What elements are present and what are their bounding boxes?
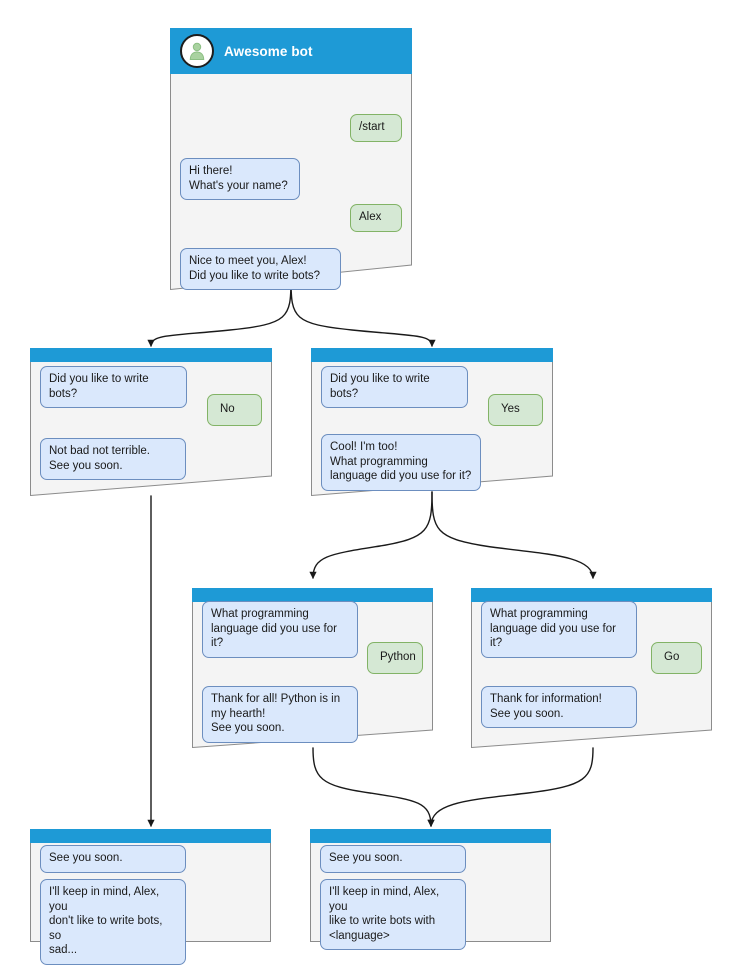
card-language-python[interactable]: What programming language did you use fo…	[192, 588, 433, 748]
card-header-bar	[311, 348, 553, 362]
card-header-bar	[192, 588, 433, 602]
card-farewell-yes[interactable]: See you soon. I'll keep in mind, Alex, y…	[310, 829, 551, 950]
person-avatar-icon	[180, 34, 214, 68]
chat-bubble-bot: See you soon.	[40, 845, 186, 873]
card-start[interactable]: Awesome bot /start Hi there! What's your…	[170, 28, 412, 290]
chat-bubble-bot: Nice to meet you, Alex! Did you like to …	[180, 248, 341, 290]
chat-bubble-user: /start	[350, 114, 402, 142]
card-header-bar	[30, 829, 271, 843]
chat-bubble-bot: Not bad not terrible. See you soon.	[40, 438, 186, 480]
card-chat-area: What programming language did you use fo…	[192, 601, 433, 748]
chat-bubble-bot: Thank for all! Python is in my hearth! S…	[202, 686, 358, 743]
chat-bubble-bot: What programming language did you use fo…	[481, 601, 637, 658]
edge-yes-to-go	[431, 491, 597, 580]
card-header-bar	[471, 588, 712, 602]
chat-bubble-bot: Did you like to write bots?	[40, 366, 187, 408]
card-chat-area: /start Hi there! What's your name? Alex …	[170, 74, 412, 290]
card-title: Awesome bot	[224, 43, 313, 59]
chat-bubble-bot: Thank for information! See you soon.	[481, 686, 637, 728]
card-answer-no[interactable]: Did you like to write bots? No Not bad n…	[30, 348, 272, 496]
chat-bubble-user: No	[207, 394, 262, 426]
card-farewell-no[interactable]: See you soon. I'll keep in mind, Alex, y…	[30, 829, 271, 965]
card-header-bar	[310, 829, 551, 843]
card-chat-area: See you soon. I'll keep in mind, Alex, y…	[310, 843, 551, 950]
card-chat-area: See you soon. I'll keep in mind, Alex, y…	[30, 843, 271, 965]
edge-python-to-farewell-yes	[312, 747, 435, 828]
chat-bubble-bot: Did you like to write bots?	[321, 366, 468, 408]
chat-bubble-bot: I'll keep in mind, Alex, you don't like …	[40, 879, 186, 965]
card-chat-area: Did you like to write bots? Yes Cool! I'…	[311, 362, 553, 496]
chat-bubble-user: Alex	[350, 204, 402, 232]
chat-bubble-bot: Cool! I'm too! What programming language…	[321, 434, 481, 491]
edge-go-to-farewell-yes	[427, 747, 594, 828]
card-language-go[interactable]: What programming language did you use fo…	[471, 588, 712, 748]
card-chat-area: What programming language did you use fo…	[471, 601, 712, 748]
card-chat-area: Did you like to write bots? No Not bad n…	[30, 362, 272, 496]
card-header-bar	[30, 348, 272, 362]
chat-bubble-bot: See you soon.	[320, 845, 466, 873]
chat-bubble-bot: What programming language did you use fo…	[202, 601, 358, 658]
chat-bubble-user: Yes	[488, 394, 543, 426]
card-header-bar: Awesome bot	[170, 28, 412, 74]
chat-bubble-user: Python	[367, 642, 423, 674]
chat-bubble-bot: Hi there! What's your name?	[180, 158, 300, 200]
chat-bubble-bot: I'll keep in mind, Alex, you like to wri…	[320, 879, 466, 950]
chat-bubble-user: Go	[651, 642, 702, 674]
edge-yes-to-python	[309, 491, 433, 580]
card-answer-yes[interactable]: Did you like to write bots? Yes Cool! I'…	[311, 348, 553, 496]
